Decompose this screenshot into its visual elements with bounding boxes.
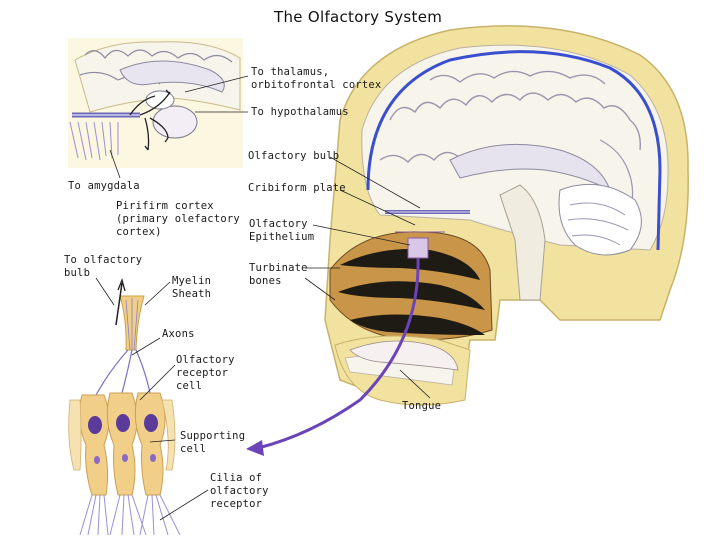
label-olfactory-bulb: Olfactory bulb [248, 150, 340, 162]
label-to-thalamus: To thalamus, orbitofrontal cortex [251, 66, 382, 91]
diagram-title: The Olfactory System [274, 8, 443, 26]
zoom-arrow [246, 257, 420, 456]
label-axons: Axons [162, 328, 195, 340]
label-pirifirm-cortex: Pirifirm cortex (primary olefactory cort… [116, 200, 240, 238]
label-tongue: Tongue [402, 400, 442, 412]
label-cilia-of-olfactory-receptor: Cilia of olfactory receptor [210, 472, 269, 510]
label-cribiform-plate: Cribiform plate [248, 182, 346, 194]
head-cross-section-illustration [304, 25, 689, 406]
label-to-olfactory-bulb: To olfactory bulb [64, 254, 143, 279]
label-olfactory-receptor-cell: Olfactory receptor cell [176, 354, 235, 392]
label-to-hypothalamus: To hypothalamus [251, 106, 349, 118]
label-olfactory-epithelium: Olfactory Epithelium [249, 218, 315, 243]
label-supporting-cell: Supporting cell [180, 430, 246, 455]
label-turbinate-bones: Turbinate bones [249, 262, 308, 287]
label-myelin-sheath: Myelin Sheath [172, 275, 212, 300]
receptor-detail-illustration [68, 277, 209, 536]
brain-inset-illustration [68, 38, 249, 179]
label-to-amygdala: To amygdala [68, 180, 140, 192]
